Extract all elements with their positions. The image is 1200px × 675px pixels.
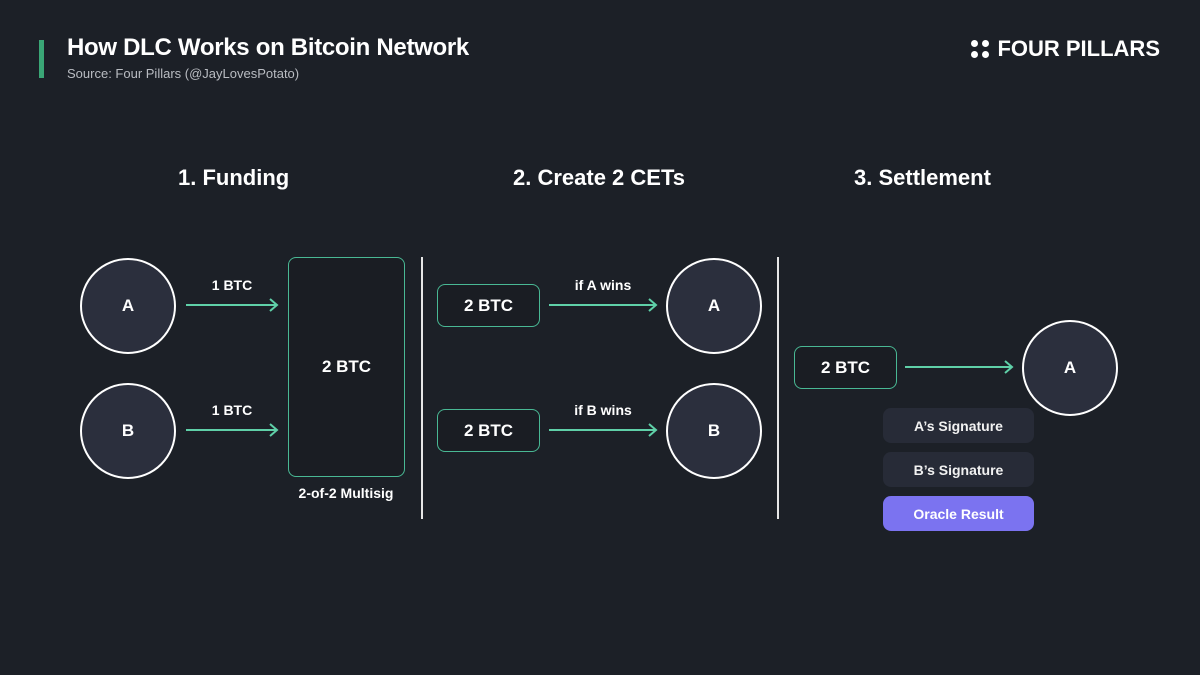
arrow-right-icon — [186, 423, 279, 437]
arrow-right-icon — [549, 298, 658, 312]
arrow-right-icon — [905, 360, 1014, 374]
arrow-b-to-multisig — [186, 423, 280, 437]
a-signature-pill: A’s Signature — [883, 408, 1034, 443]
arrow-b-label: 1 BTC — [211, 402, 253, 418]
b-signature-pill: B’s Signature — [883, 452, 1034, 487]
cet-a-box: 2 BTC — [437, 284, 540, 327]
section-divider-2 — [777, 257, 779, 519]
oracle-result-pill: Oracle Result — [883, 496, 1034, 531]
arrow-right-icon — [186, 298, 279, 312]
multisig-label: 2-of-2 Multisig — [298, 485, 394, 501]
party-a-circle: A — [80, 258, 176, 354]
section-divider-1 — [421, 257, 423, 519]
page-title: How DLC Works on Bitcoin Network — [67, 34, 469, 61]
cet-a-condition: if A wins — [574, 277, 632, 293]
cet-b-party-circle: B — [666, 383, 762, 479]
multisig-box: 2 BTC — [288, 257, 405, 477]
four-dots-icon — [971, 40, 990, 58]
step-title-create-cets: 2. Create 2 CETs — [513, 165, 686, 190]
arrow-a-to-multisig — [186, 298, 280, 312]
cet-a-arrow — [549, 298, 659, 312]
title-accent-bar — [39, 40, 44, 78]
step-title-funding: 1. Funding — [178, 165, 290, 190]
source-subtitle: Source: Four Pillars (@JayLovesPotato) — [67, 66, 300, 81]
settlement-recipient-circle: A — [1022, 320, 1118, 416]
party-b-circle: B — [80, 383, 176, 479]
cet-b-box: 2 BTC — [437, 409, 540, 452]
cet-a-party-circle: A — [666, 258, 762, 354]
settlement-amount-box: 2 BTC — [794, 346, 897, 389]
four-pillars-logo: FOUR PILLARS — [971, 36, 1160, 62]
arrow-right-icon — [549, 423, 658, 437]
step-title-settlement: 3. Settlement — [854, 165, 991, 190]
cet-b-condition: if B wins — [574, 402, 632, 418]
arrow-a-label: 1 BTC — [211, 277, 253, 293]
settlement-arrow — [905, 360, 1015, 374]
cet-b-arrow — [549, 423, 659, 437]
logo-text: FOUR PILLARS — [997, 36, 1160, 61]
